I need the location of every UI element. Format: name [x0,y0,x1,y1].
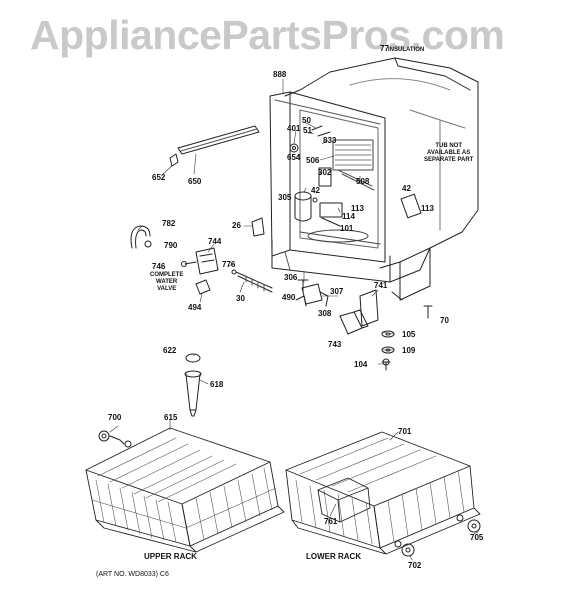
callout-494: 494 [188,303,202,312]
valve-note: COMPLETE WATER VALVE [150,272,184,292]
rack-wheel-part [98,430,132,448]
callout-701: 701 [398,427,412,436]
switch-part [339,309,369,335]
callout-77: 77 [380,44,389,53]
lower-rack-caption: LOWER RACK [306,552,362,561]
callout-42-pump: 42 [311,186,320,195]
upper-rack [85,427,285,553]
callout-652: 652 [152,173,166,182]
fill-hose-part [130,225,152,249]
callout-618: 618 [210,380,224,389]
water-valve-part [181,247,219,295]
callout-508: 508 [356,177,370,186]
callout-490: 490 [282,293,296,302]
screw-part [423,305,433,319]
watermark-logo-text: AppliancePartsPros.com [30,12,505,58]
callout-105: 105 [402,330,416,339]
callout-790: 790 [164,241,178,250]
callout-26: 26 [232,221,241,230]
drain-hose-part [231,269,273,293]
callout-101: 101 [340,224,354,233]
callout-705: 705 [470,533,484,542]
art-number: (ART NO. WD8033) C6 [96,571,169,578]
callout-104: 104 [354,360,368,369]
callout-782: 782 [162,219,176,228]
callout-114: 114 [342,212,355,221]
callout-888: 888 [273,70,287,79]
callout-30: 30 [236,294,245,303]
callout-622: 622 [163,346,177,355]
callout-42-tub: 42 [402,184,411,193]
rack-wheels-part [394,514,481,557]
callout-leaders [109,78,479,561]
callout-113-tub: 113 [421,204,434,213]
callout-70: 70 [440,316,449,325]
callout-700: 700 [108,413,122,422]
callout-746: 746 [152,262,166,271]
callout-776: 776 [222,260,236,269]
callout-744: 744 [208,237,222,246]
callout-401: 401 [287,124,301,133]
callout-306: 306 [284,273,298,282]
callout-308: 308 [318,309,332,318]
dishwasher-tub [269,57,479,301]
callout-833: 833 [323,136,337,145]
door-strip [169,125,260,167]
bracket-part [251,217,265,237]
callout-761: 761 [324,517,338,526]
callout-654: 654 [287,153,301,162]
lower-rack [285,431,481,555]
callout-109: 109 [402,346,416,355]
spray-tower-part [184,353,202,417]
callout-307: 307 [330,287,344,296]
callout-113-inner: 113 [351,204,364,213]
callout-650: 650 [188,177,202,186]
tub-note: TUB NOT AVAILABLE AS SEPARATE PART [424,143,474,163]
callout-305: 305 [278,193,292,202]
upper-rack-caption: UPPER RACK [144,552,197,561]
insulation-note: INSULATION [388,47,425,53]
callout-50: 50 [302,116,311,125]
callout-51: 51 [303,126,312,135]
callout-302: 302 [318,168,332,177]
callout-615: 615 [164,413,178,422]
callout-702: 702 [408,561,422,570]
callout-741: 741 [374,281,388,290]
callout-743: 743 [328,340,342,349]
callout-506: 506 [306,156,320,165]
